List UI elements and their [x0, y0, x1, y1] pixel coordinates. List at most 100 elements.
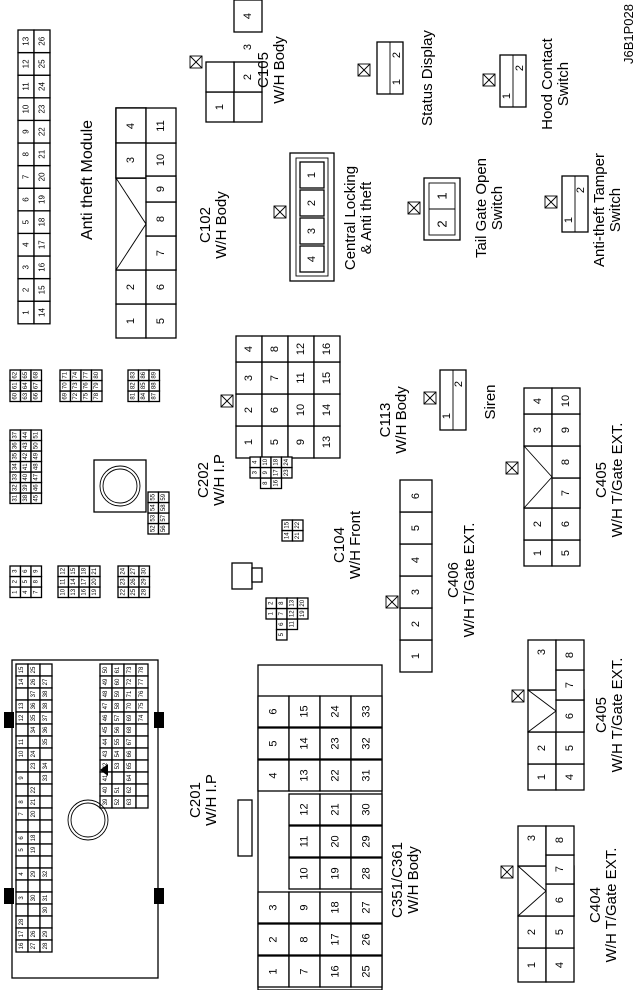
pin-number: 12 [299, 803, 311, 815]
pin-number: 71 [62, 371, 68, 378]
pin-number: 82 [130, 382, 136, 389]
pin-cell [545, 915, 575, 949]
pin-number: 81 [130, 392, 136, 399]
pin-number: 14 [299, 737, 311, 749]
pin-number: 31 [12, 494, 18, 501]
connector-label: C405 [593, 697, 610, 733]
pin-number: 10 [299, 867, 311, 879]
pin-number: 28 [43, 942, 49, 949]
pin-number: 69 [127, 714, 133, 721]
latch-icon [189, 55, 203, 69]
pin-number: 6 [268, 708, 280, 714]
pin-number: 49 [33, 452, 39, 459]
pin-cell [39, 855, 53, 869]
pin-number: 26 [361, 933, 373, 945]
pin-cell [288, 955, 321, 988]
pin-number: 78 [139, 666, 145, 673]
pin-number: 38 [43, 702, 49, 709]
latch-icon [407, 201, 421, 215]
pin-number: 8 [269, 346, 281, 352]
pin-number: 46 [103, 714, 109, 721]
pin-cell [350, 727, 383, 760]
pin-number: 44 [103, 738, 109, 745]
pin-cell [27, 819, 41, 833]
pin-cell [205, 91, 235, 123]
pin-number: 9 [263, 470, 269, 474]
pin-number: 53 [115, 762, 121, 769]
connector-label: W/H Body [213, 191, 230, 259]
pin-cell [39, 915, 53, 929]
pin-number: 4 [22, 242, 31, 247]
pin-number: 2 [242, 74, 254, 80]
pin-cell [551, 387, 581, 415]
pin-number: 64 [23, 382, 29, 389]
pin-number: 1 [410, 653, 422, 659]
connector-label: Switch [489, 186, 506, 230]
pin-number: 19 [92, 588, 98, 595]
center-bolt-hole [99, 465, 141, 507]
pin-number: 19 [31, 846, 37, 853]
pin-number: 7 [22, 174, 31, 179]
latch-icon [385, 595, 399, 609]
pin-cell [287, 393, 315, 427]
pin-number: 28 [19, 918, 25, 925]
connector-label: W/H T/Gate EXT. [603, 848, 620, 963]
connector-label: Siren [482, 384, 499, 419]
pin-number: 3 [536, 649, 548, 655]
pin-cell [319, 923, 352, 956]
pin-number: 20 [38, 172, 47, 181]
pin-number: 28 [141, 588, 147, 595]
connector-label: W/H Body [271, 36, 288, 104]
pin-cell [257, 923, 290, 956]
pin-cell [15, 879, 29, 893]
pin-number: 10 [19, 750, 25, 757]
pin-number: 1 [526, 962, 538, 968]
pin-cell [39, 819, 53, 833]
pin-number: 7 [279, 611, 285, 615]
pin-cell [88, 565, 101, 578]
pin-cell [138, 565, 151, 578]
connector-label: C202 [195, 462, 212, 498]
pin-number: 2 [435, 220, 450, 227]
pin-number: 3 [125, 157, 137, 163]
pin-number: 80 [94, 371, 100, 378]
pin-cell [287, 425, 315, 459]
pin-number: 24 [120, 567, 126, 574]
pin-number: 29 [361, 835, 373, 847]
pin-cell [555, 699, 585, 733]
pin-number: 5 [269, 439, 281, 445]
pin-number: 35 [43, 738, 49, 745]
pin-cell [27, 915, 41, 929]
pin-number: 11 [155, 120, 167, 131]
pin-number: 36 [43, 726, 49, 733]
connector-label: W/H Body [405, 846, 422, 914]
pin-number: 23 [31, 762, 37, 769]
pin-number: 27 [31, 942, 37, 949]
pin-cell [545, 854, 575, 885]
connector-label: C406 [445, 562, 462, 598]
pin-number: 66 [33, 392, 39, 399]
pin-cell [527, 763, 557, 791]
pin-number: 22 [31, 786, 37, 793]
pin-number: 19 [330, 867, 342, 879]
pin-number: 77 [83, 371, 89, 378]
connector-label: Anti theft Module [79, 120, 96, 240]
pin-cell [551, 477, 581, 509]
pin-cell [145, 201, 177, 237]
pin-number: 48 [33, 463, 39, 470]
pin-number: 11 [299, 836, 311, 847]
pin-number: 89 [151, 371, 157, 378]
pin-number: 40 [103, 786, 109, 793]
pin-number: 1 [441, 413, 453, 419]
pin-cell [545, 825, 575, 856]
latch-icon [544, 195, 558, 209]
connector-label: W/H I.P [211, 454, 228, 506]
pin-number: 18 [38, 217, 47, 226]
pin-number: 16 [330, 965, 342, 977]
pin-number: 21 [330, 803, 342, 815]
pin-cell [399, 511, 433, 545]
clip [154, 712, 164, 728]
pin-cell [399, 639, 433, 673]
pin-cell [30, 565, 43, 578]
